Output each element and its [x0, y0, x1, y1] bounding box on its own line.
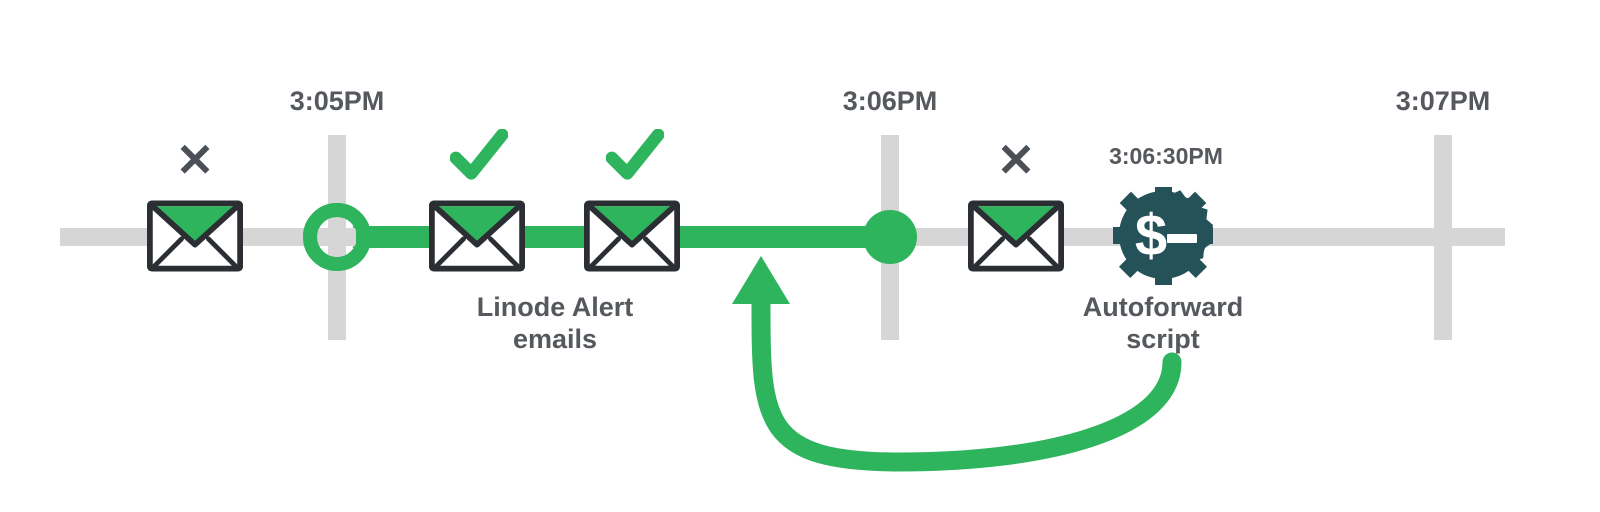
check-icon [612, 135, 658, 174]
status-x-icon: ✕ [176, 134, 215, 186]
linode-alert-label-line1: Linode Alert [477, 292, 634, 322]
event-autoforward-script[interactable] [1111, 185, 1215, 285]
autoforward-feedback-arrow [732, 256, 1182, 472]
linode-alert-label-line2: emails [513, 324, 597, 354]
check-icon [456, 135, 502, 174]
tick-label-307: 3:07PM [1396, 86, 1491, 116]
autoforward-label-line2: script [1126, 324, 1200, 354]
status-x-icon: ✕ [997, 134, 1036, 186]
event-email-delivered-1[interactable] [432, 135, 522, 269]
tick-label-305: 3:05PM [290, 86, 385, 116]
gear-dollar-icon [1113, 187, 1213, 285]
event-email-delivered-2[interactable] [587, 135, 677, 269]
timeline-tick-marks [328, 135, 1452, 340]
arrow-head-icon [732, 256, 790, 304]
event-email-blocked-1[interactable]: ✕ [150, 134, 240, 269]
tick-mark-307 [1434, 135, 1452, 340]
envelope-icon [150, 203, 240, 268]
tick-marker-306-dot[interactable] [863, 210, 917, 264]
tick-marker-305-ring[interactable] [303, 203, 371, 271]
autoforward-time-label: 3:06:30PM [1109, 143, 1223, 169]
autoforward-label-line1: Autoforward [1083, 292, 1243, 322]
envelope-icon [587, 203, 677, 268]
envelope-icon [432, 203, 522, 268]
envelope-icon [971, 203, 1061, 268]
event-email-blocked-2[interactable]: ✕ [971, 134, 1061, 269]
tick-label-306: 3:06PM [843, 86, 938, 116]
